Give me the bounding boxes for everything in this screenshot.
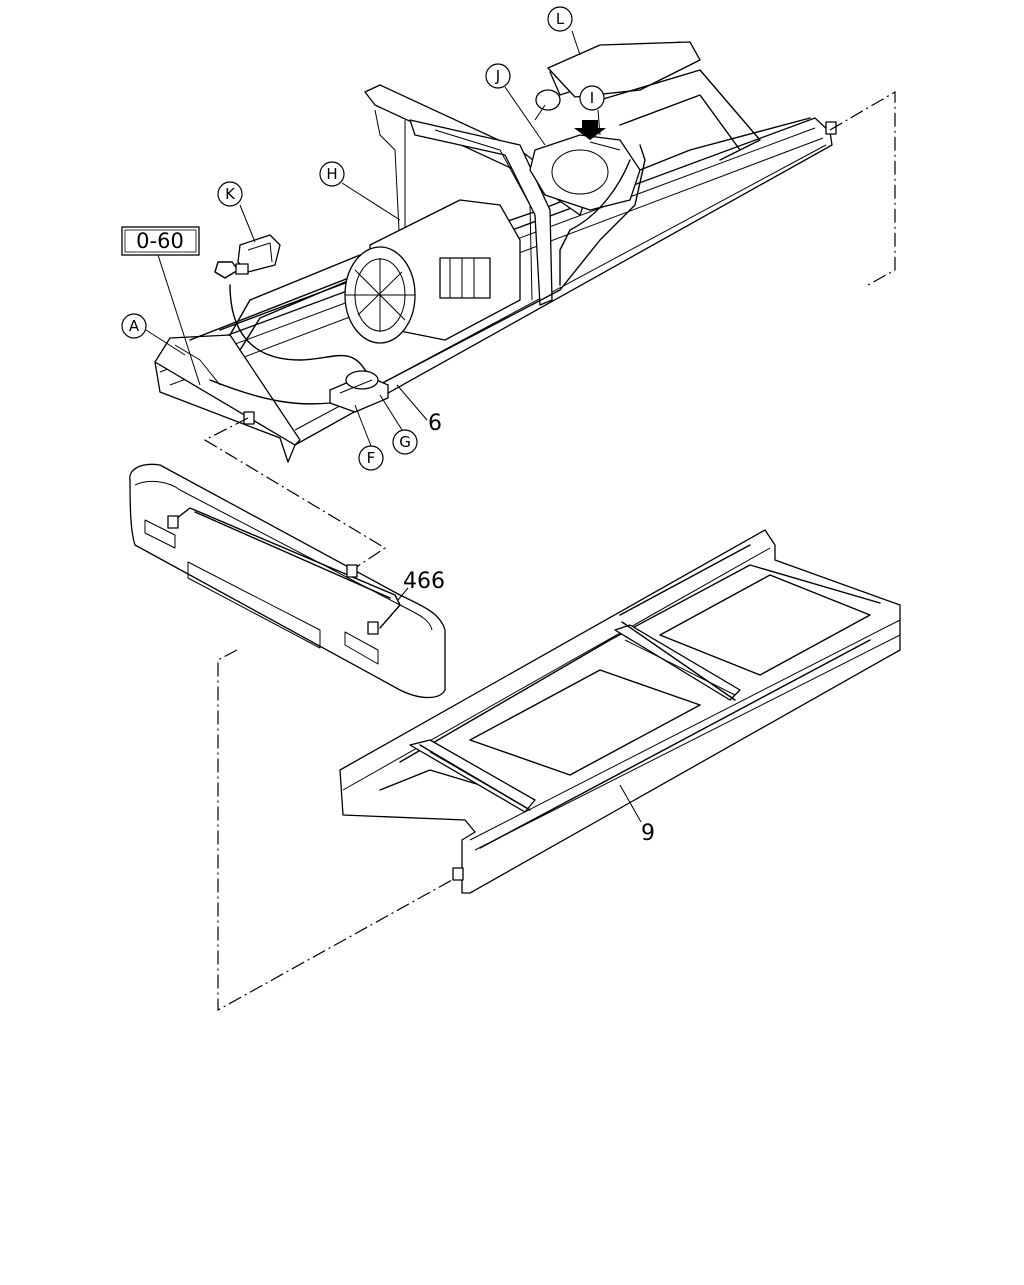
callout-i: I xyxy=(579,85,605,111)
callout-l-label: L xyxy=(556,10,565,28)
callout-k: K xyxy=(217,181,243,207)
engine-assembly xyxy=(344,199,521,344)
callout-h-label: H xyxy=(326,165,337,183)
callout-g-label: G xyxy=(399,433,411,451)
connector-k xyxy=(214,234,281,279)
leader-lines xyxy=(145,30,642,823)
callout-h: H xyxy=(319,161,345,187)
callout-a: A xyxy=(121,313,147,339)
callout-k-label: K xyxy=(225,185,236,203)
front-bumper xyxy=(129,463,446,699)
front-arrow-icon xyxy=(574,120,621,151)
callout-g: G xyxy=(392,429,418,455)
callout-j: J xyxy=(485,63,511,89)
part-number-6: 6 xyxy=(428,411,442,436)
part-number-9: 9 xyxy=(641,821,655,846)
boundary-line-upper xyxy=(829,90,896,286)
wiring-harness-6 xyxy=(209,144,646,405)
callout-a-label: A xyxy=(129,317,140,335)
relay-assembly xyxy=(329,370,389,413)
boundary-line-bumper-link xyxy=(203,417,387,571)
callout-l: L xyxy=(547,6,573,32)
reference-box: 0-60 xyxy=(121,226,200,256)
callout-i-label: I xyxy=(590,89,594,107)
reference-box-label: 0-60 xyxy=(136,229,184,253)
callout-f: F xyxy=(358,445,384,471)
part-number-466: 466 xyxy=(403,569,445,594)
boundary-line-lower xyxy=(217,649,453,1012)
callout-j-label: J xyxy=(495,67,500,85)
lower-chassis-frame xyxy=(339,529,901,894)
callout-f-label: F xyxy=(367,449,376,467)
